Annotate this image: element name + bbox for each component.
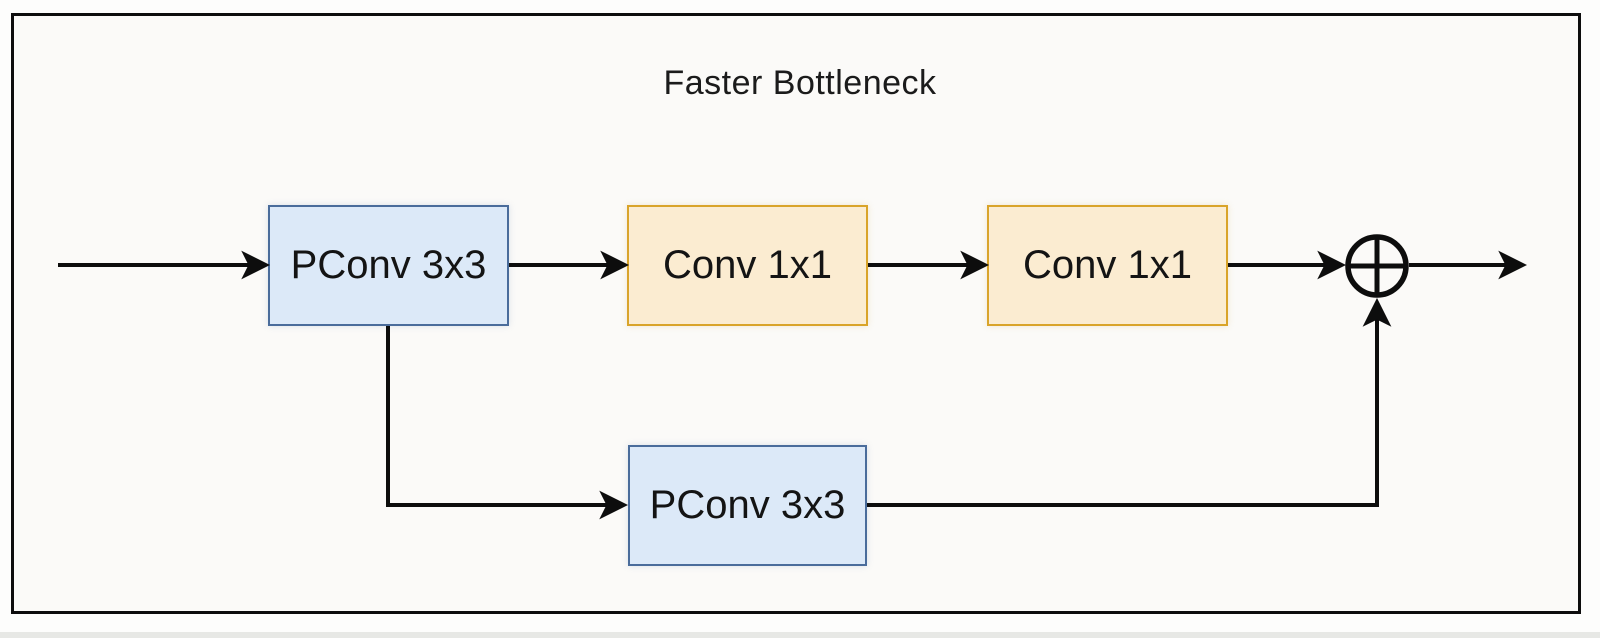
node-pconv-bottom-label: PConv 3x3 — [649, 483, 846, 527]
node-conv-2-label: Conv 1x1 — [1023, 243, 1192, 287]
diagram-title: Faster Bottleneck — [663, 64, 937, 102]
node-conv-1: Conv 1x1 — [627, 205, 868, 326]
node-conv-2: Conv 1x1 — [987, 205, 1228, 326]
node-pconv-bottom: PConv 3x3 — [628, 445, 867, 566]
node-pconv-top: PConv 3x3 — [268, 205, 509, 326]
node-pconv-top-label: PConv 3x3 — [290, 243, 487, 287]
bottom-strip — [0, 632, 1600, 638]
node-conv-1-label: Conv 1x1 — [663, 243, 832, 287]
